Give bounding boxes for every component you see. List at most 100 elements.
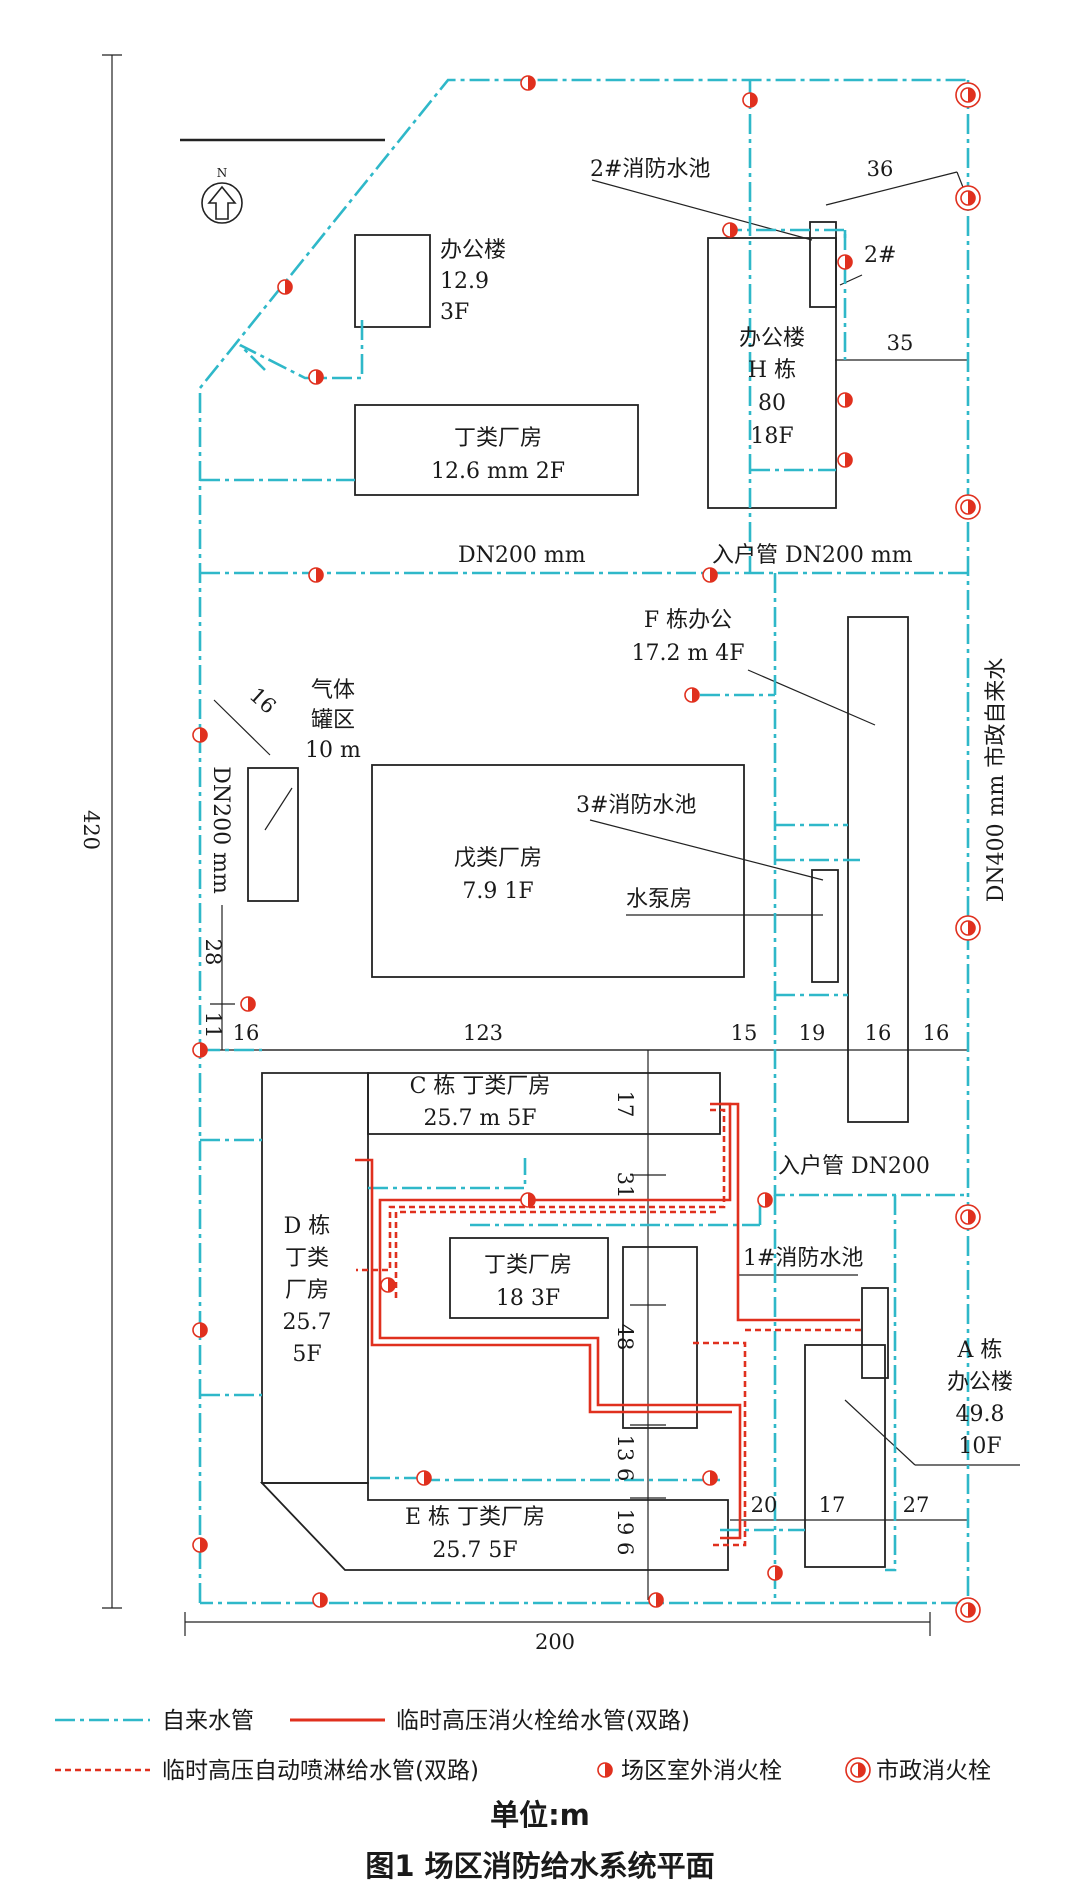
e-building-name: E 栋 丁类厂房 bbox=[405, 1505, 545, 1530]
dim-36: 36 bbox=[867, 157, 894, 181]
gas-area-line2: 罐区 bbox=[311, 708, 355, 733]
dim-total-height: 420 bbox=[79, 810, 103, 850]
mid-building bbox=[622, 1246, 698, 1429]
ding-mid-spec: 18 3F bbox=[496, 1286, 560, 1311]
pool1-rect bbox=[861, 1287, 889, 1379]
e-building-spec: 25.7 5F bbox=[432, 1538, 517, 1563]
tap-water-pipes bbox=[198, 78, 970, 1605]
gas-area-line3: 10 m bbox=[305, 738, 361, 763]
site-hydrant-icon bbox=[520, 75, 536, 91]
wu-factory bbox=[371, 764, 745, 978]
site-hydrant-icon bbox=[192, 1042, 208, 1058]
site-hydrant-icon bbox=[308, 369, 324, 385]
legend-tap-water: 自来水管 bbox=[162, 1708, 254, 1734]
pool1-label: 1#消防水池 bbox=[743, 1246, 863, 1271]
buildings bbox=[247, 221, 909, 1571]
dim-total-width: 200 bbox=[535, 1630, 575, 1654]
d-building-line2: 丁类 bbox=[285, 1246, 329, 1271]
site-hydrant-icon bbox=[192, 1537, 208, 1553]
office-h-height: 80 bbox=[758, 391, 786, 416]
legend-municipal-hydrant: 市政消火栓 bbox=[876, 1758, 991, 1784]
dim-16-a: 16 bbox=[233, 1021, 260, 1045]
legend-hydrant-pipe: 临时高压消火栓给水管(双路) bbox=[396, 1708, 690, 1734]
ding-top-spec: 12.6 mm 2F bbox=[431, 459, 565, 484]
figure-caption: 图1 场区消防给水系统平面 bbox=[365, 1849, 714, 1883]
d-building-line3: 厂房 bbox=[285, 1278, 329, 1303]
site-hydrant-icon bbox=[837, 254, 853, 270]
site-hydrant-icon bbox=[684, 687, 700, 703]
dim-13-6: 13 6 bbox=[613, 1435, 637, 1482]
site-hydrant-icon bbox=[520, 1192, 536, 1208]
municipal-hydrant-icon bbox=[955, 494, 981, 520]
dim-16-c: 16 bbox=[923, 1021, 950, 1045]
pool2-short-label: 2# bbox=[864, 243, 896, 268]
site-hydrant-icon bbox=[192, 1322, 208, 1338]
office-small-name: 办公楼 bbox=[440, 238, 506, 263]
municipal-hydrant-icon bbox=[955, 82, 981, 108]
dim-19: 19 bbox=[799, 1021, 826, 1045]
inlet-top-label: 入户管 DN200 mm bbox=[712, 543, 913, 568]
site-hydrant-icon bbox=[380, 1277, 396, 1293]
site-hydrant-icon bbox=[597, 1762, 613, 1778]
ding-factory-mid bbox=[449, 1237, 609, 1319]
site-hydrant-icon bbox=[837, 452, 853, 468]
office-h-name: 办公楼 bbox=[739, 326, 805, 351]
municipal-hydrant-icon bbox=[845, 1757, 871, 1783]
dim-27: 27 bbox=[903, 1493, 930, 1517]
site-hydrant-icon bbox=[742, 92, 758, 108]
office-building-small bbox=[354, 234, 431, 328]
a-building-line4: 10F bbox=[958, 1434, 1001, 1459]
municipal-hydrant-icon bbox=[955, 915, 981, 941]
d-building-line1: D 栋 bbox=[284, 1214, 331, 1239]
office-small-height: 12.9 bbox=[440, 269, 489, 294]
inlet-mid-label: 入户管 DN200 bbox=[778, 1154, 930, 1179]
f-office-name: F 栋办公 bbox=[644, 608, 732, 633]
dim-35: 35 bbox=[887, 331, 914, 355]
dim-28: 28 bbox=[201, 939, 225, 966]
a-building-line1: A 栋 bbox=[957, 1338, 1003, 1363]
municipal-hydrant-icon bbox=[955, 1204, 981, 1230]
c-building-spec: 25.7 m 5F bbox=[423, 1106, 536, 1131]
a-building bbox=[804, 1344, 886, 1568]
dn200-left-label: DN200 mm bbox=[208, 766, 233, 894]
site-hydrant-icon bbox=[767, 1565, 783, 1581]
dim-17-c: 17 bbox=[613, 1091, 637, 1118]
site-hydrants bbox=[192, 75, 853, 1608]
ding-factory-top bbox=[354, 404, 639, 496]
e-building bbox=[259, 1482, 729, 1571]
a-building-line3: 49.8 bbox=[956, 1402, 1005, 1427]
municipal-hydrant-icon bbox=[955, 185, 981, 211]
office-small-floors: 3F bbox=[440, 300, 469, 325]
dimension-values: 420 200 36 35 16 28 11 16 123 15 19 16 1… bbox=[79, 157, 949, 1654]
unit-label: 单位:m bbox=[490, 1798, 590, 1832]
d-building-line5: 5F bbox=[292, 1342, 321, 1367]
dn400-right-label: DN400 mm 市政自来水 bbox=[984, 658, 1009, 903]
office-building-h bbox=[707, 237, 837, 509]
a-building-line2: 办公楼 bbox=[947, 1370, 1013, 1395]
dim-19-6: 19 6 bbox=[613, 1509, 637, 1556]
site-hydrant-icon bbox=[757, 1192, 773, 1208]
dim-17-a: 17 bbox=[819, 1493, 846, 1517]
municipal-hydrant-icon bbox=[955, 1597, 981, 1623]
legend-site-hydrant: 场区室外消火栓 bbox=[621, 1758, 782, 1784]
dim-123: 123 bbox=[463, 1021, 503, 1045]
wu-factory-spec: 7.9 1F bbox=[462, 879, 533, 904]
site-hydrant-icon bbox=[312, 1592, 328, 1608]
gas-area-line1: 气体 bbox=[311, 678, 355, 703]
dim-48: 48 bbox=[613, 1324, 637, 1351]
f-office-spec: 17.2 m 4F bbox=[631, 641, 744, 666]
wu-factory-name: 戊类厂房 bbox=[454, 846, 542, 871]
site-hydrant-icon bbox=[702, 1470, 718, 1486]
site-hydrant-icon bbox=[702, 567, 718, 583]
ding-top-name: 丁类厂房 bbox=[454, 426, 542, 451]
north-label: N bbox=[217, 166, 228, 180]
site-hydrant-icon bbox=[722, 222, 738, 238]
ding-mid-name: 丁类厂房 bbox=[484, 1253, 572, 1278]
pool2-rect bbox=[809, 221, 837, 308]
site-hydrant-icon bbox=[837, 392, 853, 408]
dn200-mid-label: DN200 mm bbox=[458, 543, 586, 568]
dim-11: 11 bbox=[201, 1012, 225, 1039]
site-hydrant-icon bbox=[277, 279, 293, 295]
legend: 自来水管 临时高压消火栓给水管(双路) 临时高压自动喷淋给水管(双路) 场区室外… bbox=[55, 1708, 991, 1883]
